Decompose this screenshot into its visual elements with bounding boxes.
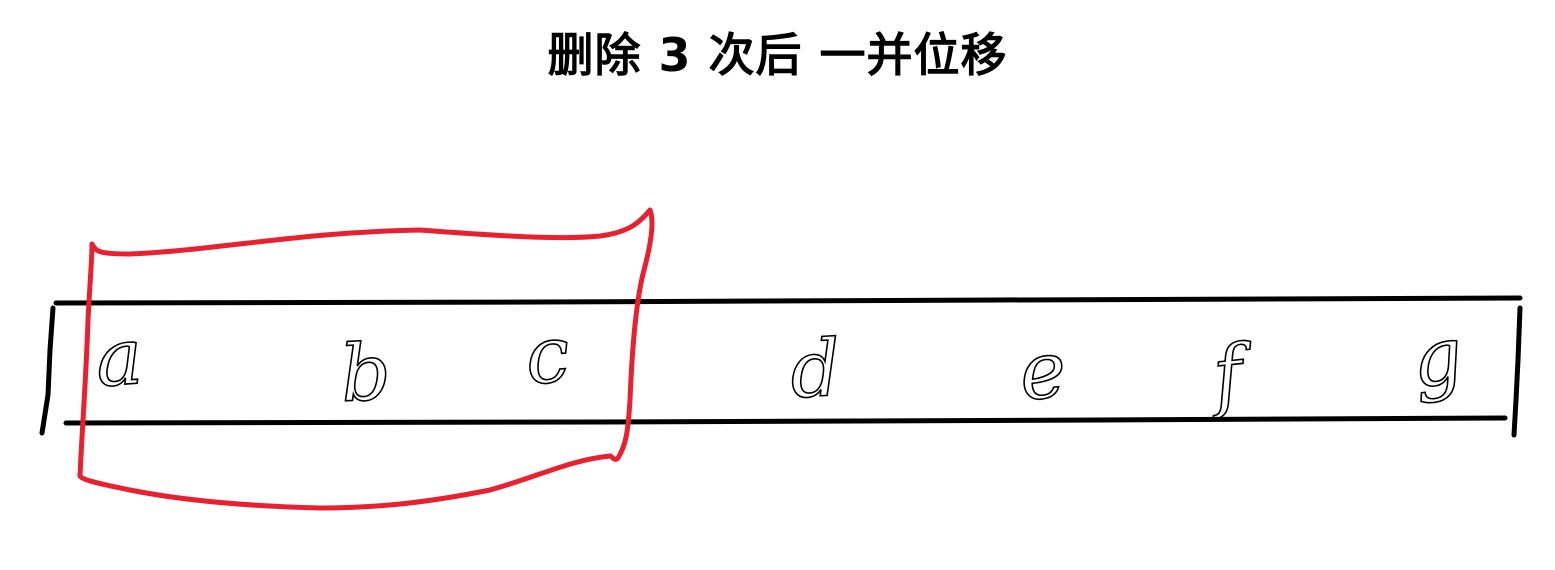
array-bottom-line [63,415,1508,426]
element-e: e [1015,325,1070,419]
diagram-title: 删除 3 次后 一并位移 [547,28,1008,82]
element-g: g [1406,310,1468,406]
array-elements: a b c d e f g [92,309,1469,423]
array-right-bracket [1511,305,1523,438]
array-top-line [53,295,1523,306]
element-b: b [338,327,393,419]
element-c: c [522,309,573,402]
array-container [39,295,1523,438]
element-a: a [93,312,146,405]
element-d: d [788,324,843,416]
array-left-bracket [39,305,56,436]
deletion-highlight-box [77,207,655,511]
element-f: f [1204,328,1259,422]
